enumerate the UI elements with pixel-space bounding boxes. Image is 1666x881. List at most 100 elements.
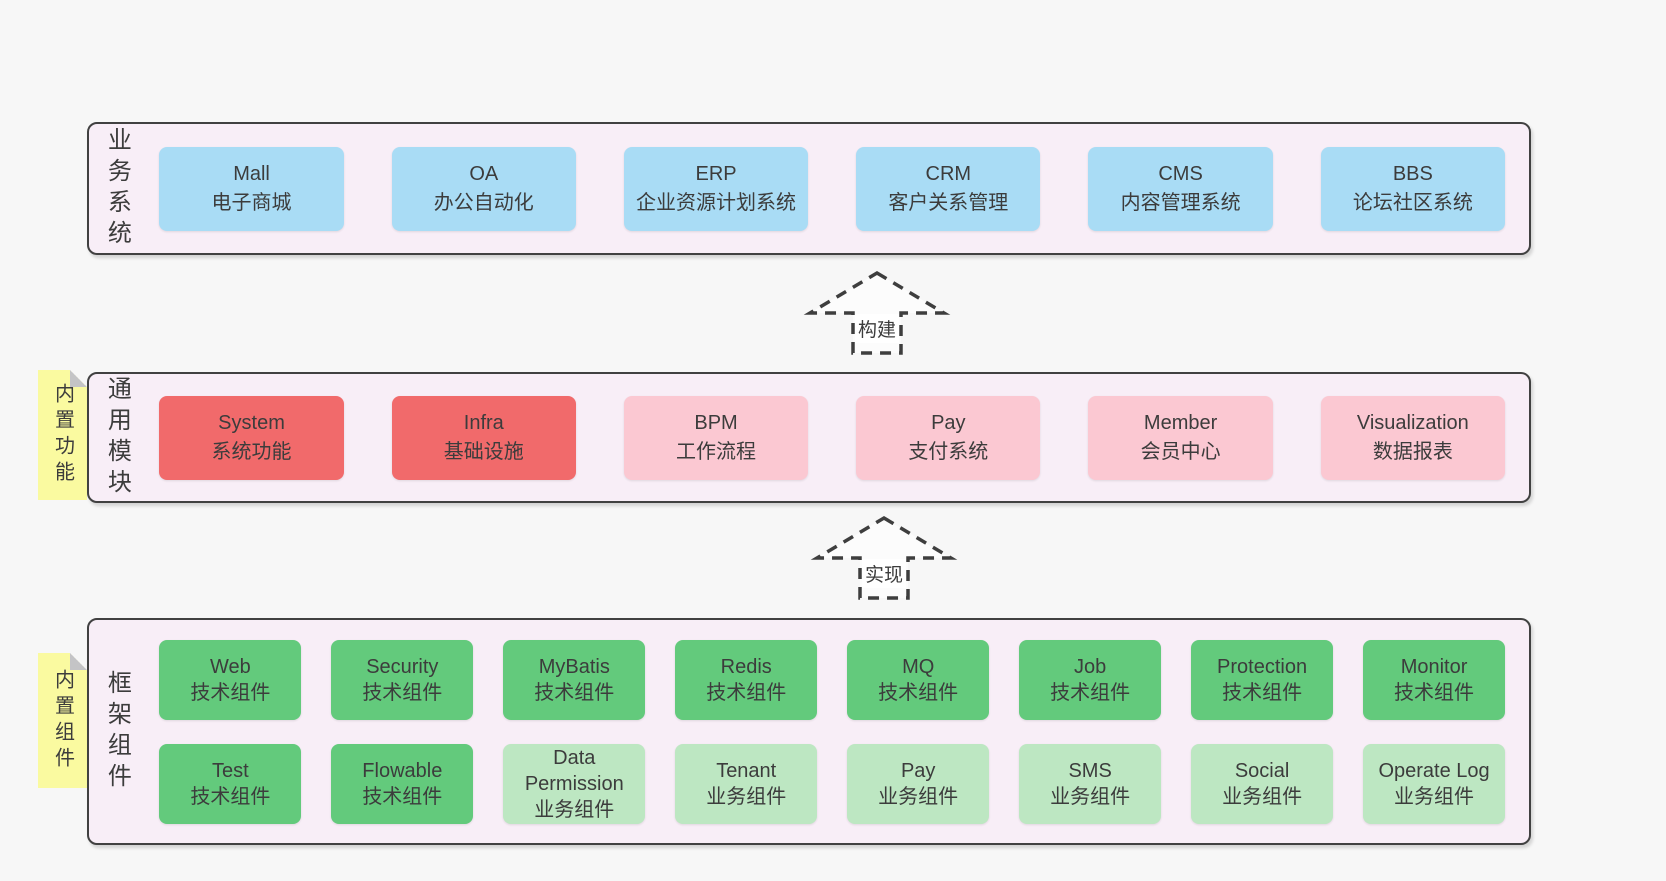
box-bpm: BPM 工作流程	[623, 395, 809, 480]
box-infra: Infra 基础设施	[391, 395, 576, 480]
common-modules-boxes: System 系统功能 Infra 基础设施 BPM 工作流程 Pay 支付系统…	[159, 395, 1505, 480]
up-arrow-icon	[810, 515, 958, 600]
box-title: Social	[1234, 759, 1290, 782]
box-title: ERP	[695, 162, 737, 185]
box-subtitle: 基础设施	[443, 440, 524, 463]
box-title: BBS	[1392, 162, 1433, 185]
box-security: Security 技术组件	[331, 639, 474, 720]
sticky-note-builtin-features: 内置功能	[38, 370, 87, 500]
box-subtitle: 业务组件	[878, 785, 959, 808]
box-system: System 系统功能	[159, 395, 344, 480]
box-title: Redis	[720, 655, 772, 678]
box-crm: CRM 客户关系管理	[856, 146, 1041, 231]
box-title: MQ	[902, 655, 935, 678]
box-social: Social 业务组件	[1191, 743, 1334, 824]
implement-arrow-label: 实现	[861, 559, 907, 588]
business-systems-label: 业务系统	[103, 126, 131, 251]
business-systems-boxes: Mall 电子商城 OA 办公自动化 ERP 企业资源计划系统 CRM 客户关系…	[159, 146, 1505, 231]
box-title: System	[218, 411, 285, 434]
box-title: Protection	[1217, 655, 1308, 678]
box-subtitle: 技术组件	[878, 681, 959, 704]
box-mybatis: MyBatis 技术组件	[503, 639, 646, 720]
framework-row-1: Web 技术组件 Security 技术组件 MyBatis 技术组件 Redi…	[159, 639, 1506, 720]
box-test: Test 技术组件	[159, 743, 302, 824]
implement-arrow: 实现	[810, 515, 958, 601]
box-job: Job 技术组件	[1019, 639, 1162, 720]
box-title: Member	[1143, 411, 1218, 434]
box-subtitle: 会员中心	[1140, 440, 1221, 463]
box-subtitle: 办公自动化	[433, 191, 534, 214]
box-subtitle: 业务组件	[1394, 785, 1475, 808]
box-title: Tenant	[716, 759, 777, 782]
box-subtitle: 企业资源计划系统	[636, 191, 797, 214]
box-pay-component: Pay 业务组件	[847, 743, 990, 824]
framework-components-panel: 框架组件 Web 技术组件 Security 技术组件 MyBatis 技术组件…	[87, 618, 1531, 845]
common-modules-panel: 通用模块 System 系统功能 Infra 基础设施 BPM 工作流程 Pay…	[87, 372, 1531, 503]
box-title: CRM	[925, 162, 972, 185]
box-data-permission: Data Permission 业务组件	[503, 743, 646, 824]
sticky-note-builtin-components: 内置组件	[38, 653, 87, 788]
box-subtitle: 业务组件	[706, 785, 787, 808]
box-pay-module: Pay 支付系统	[856, 395, 1041, 480]
box-title: Security	[366, 655, 439, 678]
box-monitor: Monitor 技术组件	[1363, 639, 1506, 720]
box-subtitle: 技术组件	[190, 681, 271, 704]
box-operate-log: Operate Log 业务组件	[1363, 743, 1506, 824]
box-title: Visualization	[1356, 411, 1469, 434]
framework-row-2: Test 技术组件 Flowable 技术组件 Data Permission …	[159, 743, 1506, 824]
box-title: Flowable	[362, 759, 443, 782]
box-title: Mall	[233, 162, 270, 185]
common-modules-label: 通用模块	[103, 375, 131, 500]
box-subtitle: 技术组件	[534, 681, 615, 704]
box-subtitle: 技术组件	[1222, 681, 1303, 704]
box-subtitle: 电子商城	[211, 191, 292, 214]
box-title: Monitor	[1400, 655, 1468, 678]
box-subtitle: 支付系统	[908, 440, 989, 463]
sticky-note-text: 内置组件	[51, 668, 74, 773]
box-title: Pay	[900, 759, 936, 782]
box-web: Web 技术组件	[159, 639, 302, 720]
box-title: Job	[1074, 655, 1107, 678]
box-mall: Mall 电子商城	[159, 146, 344, 231]
box-visualization: Visualization 数据报表	[1320, 395, 1505, 480]
box-subtitle: 系统功能	[211, 440, 292, 463]
box-mq: MQ 技术组件	[847, 639, 990, 720]
box-subtitle: 业务组件	[1050, 785, 1131, 808]
box-subtitle: 技术组件	[190, 785, 271, 808]
box-title: MyBatis	[538, 655, 610, 678]
box-member: Member 会员中心	[1088, 395, 1273, 480]
sticky-note-text: 内置功能	[51, 383, 74, 487]
framework-components-label: 框架组件	[103, 669, 131, 794]
business-systems-panel: 业务系统 Mall 电子商城 OA 办公自动化 ERP 企业资源计划系统 CRM…	[87, 122, 1531, 255]
box-redis: Redis 技术组件	[675, 639, 818, 720]
box-sms: SMS 业务组件	[1019, 743, 1162, 824]
box-title: Test	[212, 759, 249, 782]
box-subtitle: 技术组件	[362, 785, 443, 808]
box-title: Web	[209, 655, 251, 678]
box-subtitle: 技术组件	[1050, 681, 1131, 704]
box-bbs: BBS 论坛社区系统	[1320, 146, 1505, 231]
box-title: Pay	[931, 411, 966, 434]
box-title: CMS	[1158, 162, 1203, 185]
box-subtitle: 内容管理系统	[1120, 191, 1241, 214]
box-title: SMS	[1068, 759, 1112, 782]
box-subtitle: 业务组件	[534, 798, 615, 821]
box-subtitle: 工作流程	[676, 440, 757, 463]
box-subtitle: 数据报表	[1372, 440, 1453, 463]
box-subtitle: 客户关系管理	[888, 191, 1009, 214]
box-erp: ERP 企业资源计划系统	[623, 146, 809, 231]
framework-components-boxes: Web 技术组件 Security 技术组件 MyBatis 技术组件 Redi…	[159, 639, 1506, 824]
box-subtitle: 业务组件	[1222, 785, 1303, 808]
box-subtitle: 技术组件	[362, 681, 443, 704]
box-protection: Protection 技术组件	[1191, 639, 1334, 720]
box-title: BPM	[694, 411, 738, 434]
box-tenant: Tenant 业务组件	[675, 743, 818, 824]
box-subtitle: 技术组件	[1394, 681, 1475, 704]
box-flowable: Flowable 技术组件	[331, 743, 474, 824]
box-title: Infra	[463, 411, 504, 434]
box-oa: OA 办公自动化	[391, 146, 576, 231]
box-title: Data Permission	[524, 746, 624, 795]
box-subtitle: 技术组件	[706, 681, 787, 704]
build-arrow-label: 构建	[854, 314, 900, 343]
